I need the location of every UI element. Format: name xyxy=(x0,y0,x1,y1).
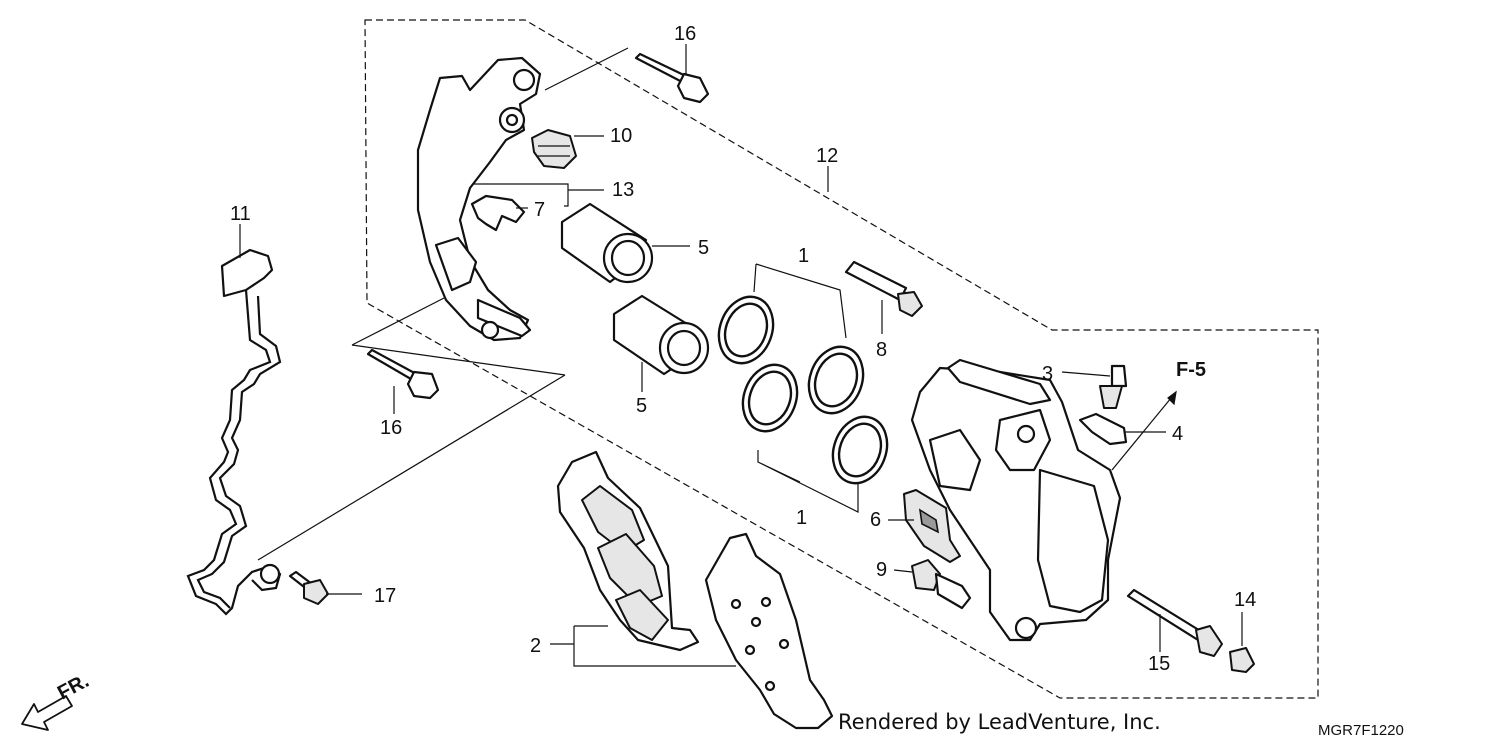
seal-bracket-lower xyxy=(757,450,859,513)
callout-3: 3 xyxy=(1042,363,1053,385)
caliper-body xyxy=(910,358,1122,642)
callout-4: 4 xyxy=(1172,423,1183,445)
leader-3 xyxy=(1061,371,1111,377)
caliper-bracket xyxy=(416,56,542,342)
seal-bracket-upper xyxy=(753,263,847,339)
front-direction-arrow: FR. xyxy=(21,670,93,731)
callout-8: 8 xyxy=(876,339,887,361)
callout-13: 13 xyxy=(612,179,634,201)
callout-5-upper: 5 xyxy=(698,237,709,259)
brake-pad-outer xyxy=(704,532,834,730)
diagram-code: MGR7F1220 xyxy=(1318,722,1404,739)
callout-14: 14 xyxy=(1234,589,1256,611)
leader-2 xyxy=(550,625,736,667)
pad-spring xyxy=(470,194,526,232)
plug xyxy=(1229,647,1255,673)
callout-16-lower: 16 xyxy=(380,417,402,439)
flange-bolt-upper xyxy=(634,52,710,104)
pad-retainer xyxy=(1078,412,1128,446)
callout-7: 7 xyxy=(534,199,545,221)
bleeder-boot xyxy=(531,129,577,169)
assembly-boundary xyxy=(364,19,1319,699)
piston-seal-set-upper xyxy=(717,295,865,415)
piston-upper xyxy=(560,202,654,284)
arrow-f5 xyxy=(1167,390,1177,406)
callout-5-lower: 5 xyxy=(636,395,647,417)
hose-guide-bolt xyxy=(288,570,329,605)
callout-10: 10 xyxy=(610,125,632,147)
section-reference: F-5 xyxy=(1176,359,1206,381)
bracket-group-outline xyxy=(257,47,629,561)
leader-13 xyxy=(474,183,604,207)
pad-spring-lower xyxy=(903,489,961,563)
flange-bolt-lower xyxy=(366,348,440,400)
piston-seal-set-lower xyxy=(741,363,889,485)
brake-pad-inner xyxy=(556,450,700,652)
callout-11: 11 xyxy=(230,203,251,225)
leader-9 xyxy=(893,569,913,573)
hose-guide xyxy=(186,248,282,616)
render-credit: Rendered by LeadVenture, Inc. xyxy=(838,710,1161,734)
leader-f5 xyxy=(1111,391,1177,471)
bleeder-screw xyxy=(1099,364,1128,409)
slide-pin xyxy=(844,260,923,317)
piston-lower xyxy=(612,294,710,376)
callout-2: 2 xyxy=(530,635,541,657)
callout-15: 15 xyxy=(1148,653,1170,675)
long-pin xyxy=(1126,588,1223,657)
callout-1-upper: 1 xyxy=(798,245,809,267)
callout-1-lower: 1 xyxy=(796,507,807,529)
callout-12: 12 xyxy=(816,145,838,167)
pin-bolt xyxy=(911,559,972,610)
callout-9: 9 xyxy=(876,559,887,581)
callout-17: 17 xyxy=(374,585,396,607)
callout-16-upper: 16 xyxy=(674,23,696,45)
callout-6: 6 xyxy=(870,509,881,531)
